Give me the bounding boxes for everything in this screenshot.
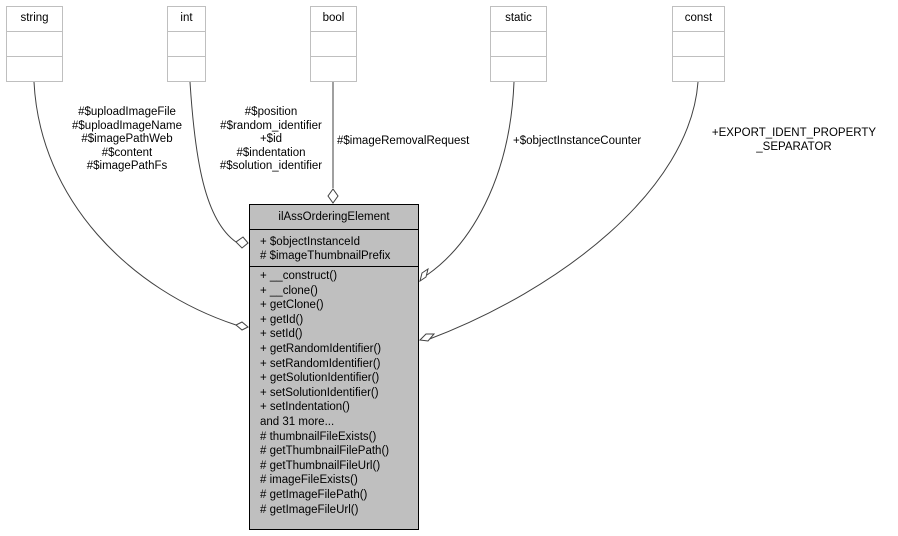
operation-row: + __construct() bbox=[260, 270, 338, 282]
type-box-attributes bbox=[168, 32, 205, 57]
edge-label-line: #$uploadImageFile bbox=[78, 106, 176, 118]
edge-int bbox=[189, 81, 237, 243]
edge-label-line: #$uploadImageName bbox=[72, 119, 182, 132]
operation-row: + getClone() bbox=[260, 299, 324, 312]
edge-label-line: #$position bbox=[244, 106, 298, 118]
type-box-static: static bbox=[490, 6, 547, 82]
class-operations: + __construct() + __clone() + getClone()… bbox=[250, 267, 418, 517]
type-box-title: const bbox=[673, 7, 724, 32]
type-box-operations bbox=[491, 57, 546, 82]
operation-row: + setSolutionIdentifier() bbox=[260, 386, 379, 399]
type-box-attributes bbox=[311, 32, 356, 57]
type-box-bool: bool bbox=[310, 6, 357, 82]
type-box-attributes bbox=[673, 32, 724, 57]
edge-label-line: #$imagePathWeb bbox=[81, 133, 173, 145]
aggregation-diamond-int bbox=[235, 236, 249, 249]
edge-label-bool: #$imageRemovalRequest bbox=[337, 135, 469, 149]
aggregation-diamond-string bbox=[235, 321, 249, 331]
class-box-ilassorderingelement[interactable]: ilAssOrderingElement + $objectInstanceId… bbox=[249, 204, 419, 530]
attribute-row: + $objectInstanceId bbox=[260, 236, 361, 248]
type-box-operations bbox=[7, 57, 62, 82]
type-box-attributes bbox=[491, 32, 546, 57]
edge-label-line: +$objectInstanceCounter bbox=[513, 135, 642, 147]
type-box-const: const bbox=[672, 6, 725, 82]
operation-row: # getImageFileUrl() bbox=[260, 503, 359, 516]
type-box-title: static bbox=[491, 7, 546, 32]
operation-row: + getRandomIdentifier() bbox=[260, 342, 382, 355]
edge-label-string: #$uploadImageFile #$uploadImageName #$im… bbox=[52, 106, 202, 174]
attribute-row: # $imageThumbnailPrefix bbox=[260, 250, 391, 262]
operation-row: # getThumbnailFilePath() bbox=[260, 445, 390, 458]
type-box-title: bool bbox=[311, 7, 356, 32]
aggregation-diamond-const bbox=[418, 333, 436, 342]
edge-label-line: +$id bbox=[259, 133, 283, 145]
edge-label-line: #$imagePathFs bbox=[86, 160, 168, 172]
edge-label-static: +$objectInstanceCounter bbox=[513, 135, 641, 149]
type-box-title: int bbox=[168, 7, 205, 32]
edge-static bbox=[426, 81, 515, 276]
edge-const bbox=[426, 81, 699, 341]
aggregation-diamond-bool bbox=[327, 188, 339, 204]
type-box-attributes bbox=[7, 32, 62, 57]
operation-row: # imageFileExists() bbox=[260, 474, 358, 487]
edge-label-const: +EXPORT_IDENT_PROPERTY _SEPARATOR bbox=[694, 127, 894, 154]
edge-label-line: #$imageRemovalRequest bbox=[337, 135, 470, 147]
operation-row: + getId() bbox=[260, 313, 304, 326]
class-attributes: + $objectInstanceId # $imageThumbnailPre… bbox=[250, 230, 418, 267]
operation-row: # getImageFilePath() bbox=[260, 488, 368, 501]
edge-label-line: #$solution_identifier bbox=[219, 160, 323, 172]
more-operations-link[interactable]: and 31 more... bbox=[260, 415, 335, 428]
edge-string bbox=[33, 81, 237, 326]
edge-label-line: +EXPORT_IDENT_PROPERTY bbox=[711, 127, 877, 139]
type-box-operations bbox=[673, 57, 724, 82]
operation-row: + __clone() bbox=[260, 284, 318, 297]
edge-label-line: #$content bbox=[101, 146, 153, 159]
operation-row: + getSolutionIdentifier() bbox=[260, 372, 380, 385]
operation-row: + setIndentation() bbox=[260, 401, 350, 414]
operation-row: # getThumbnailFileUrl() bbox=[260, 459, 381, 472]
type-box-operations bbox=[311, 57, 356, 82]
edge-label-int: #$position #$random_identifier +$id #$in… bbox=[200, 106, 342, 174]
aggregation-diamond-static bbox=[419, 267, 429, 283]
edge-label-line: _SEPARATOR bbox=[756, 140, 832, 153]
class-title: ilAssOrderingElement bbox=[250, 205, 418, 230]
type-box-title: string bbox=[7, 7, 62, 32]
operation-row: + setRandomIdentifier() bbox=[260, 357, 381, 370]
operation-row: # thumbnailFileExists() bbox=[260, 430, 377, 443]
operation-row: + setId() bbox=[260, 328, 303, 341]
type-box-operations bbox=[168, 57, 205, 82]
type-box-string: string bbox=[6, 6, 63, 82]
edge-label-line: #$random_identifier bbox=[220, 119, 322, 132]
type-box-int: int bbox=[167, 6, 206, 82]
edge-label-line: #$indentation bbox=[236, 146, 306, 159]
